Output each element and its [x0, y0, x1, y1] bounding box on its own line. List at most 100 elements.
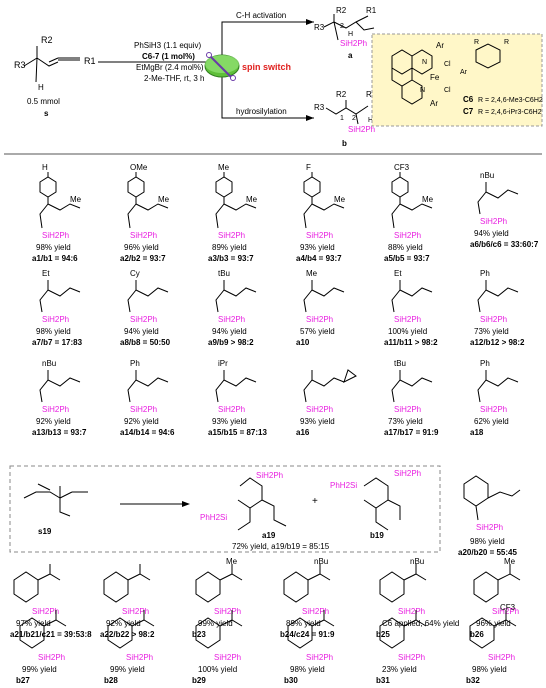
diene-bonds — [215, 280, 257, 313]
yield-text: 57% yield — [300, 327, 335, 336]
yield-text: 88% yield — [388, 243, 423, 252]
yield-text: 89% yield — [212, 243, 247, 252]
ratio-label: a13/b13 = 93:7 — [32, 428, 87, 437]
svg-text:R: R — [504, 39, 509, 46]
aryl-substituent: CF3 — [394, 163, 410, 172]
yield-text: 89% yield — [286, 619, 321, 628]
yield-text: 99% yield — [110, 665, 145, 674]
svg-text:Ar: Ar — [436, 41, 444, 50]
methyl-label: Me — [158, 195, 170, 204]
yield-text: 62% yield — [474, 417, 509, 426]
silane-group: SiH2Ph — [214, 607, 241, 616]
ratio-label: a17/b17 = 91:9 — [384, 428, 439, 437]
aryl-ring — [39, 172, 57, 204]
conditions: PhSiH3 (1.1 equiv) C6-7 (1 mol%) EtMgBr … — [134, 41, 204, 83]
b19-bonds — [363, 477, 401, 531]
ratio-label: a5/b5 = 93:7 — [384, 254, 430, 263]
svg-text:Ar: Ar — [430, 99, 438, 108]
alkene-substituent: tBu — [218, 269, 230, 278]
diene-bonds — [477, 182, 519, 215]
substituent: Me — [226, 557, 238, 566]
silane-group: SiH2Ph — [126, 653, 153, 662]
alkene-substituent: tBu — [394, 359, 406, 368]
substrate-s: R3 R2 R1 H 0.5 mmol s — [14, 35, 96, 118]
yield-text: 99% yield — [22, 665, 57, 674]
path-hydrosilylation: hydrosilylation — [236, 107, 287, 116]
aryl-ring — [215, 172, 233, 204]
methyl-label: Me — [422, 195, 434, 204]
ring-and-diene — [287, 610, 335, 649]
silane-group: SiH2Ph — [42, 405, 69, 414]
svg-text:PhH2Si: PhH2Si — [200, 513, 227, 522]
diene-bonds — [127, 203, 169, 229]
diene-bonds — [477, 280, 519, 313]
silane-group: SiH2Ph — [306, 405, 333, 414]
path-ch-activation: C-H activation — [236, 11, 286, 20]
yield-text: 73% yield — [388, 417, 423, 426]
ratio-label: a1/b1 = 94:6 — [32, 254, 78, 263]
aryl-ring — [127, 172, 145, 204]
ring-and-diene — [195, 564, 243, 603]
yield-text: 98% yield — [472, 665, 507, 674]
yield-text: 93% yield — [300, 417, 335, 426]
ratio-label: b29 — [192, 676, 206, 685]
svg-text:N: N — [422, 59, 427, 66]
c6-name: C6 — [463, 95, 474, 104]
ratio-label: a12/b12 > 98:2 — [470, 338, 525, 347]
ratio-label: b27 — [16, 676, 30, 685]
yield-text: 93% yield — [212, 417, 247, 426]
ratio-label: a16 — [296, 428, 310, 437]
silane-group: SiH2Ph — [122, 607, 149, 616]
svg-text:R1: R1 — [366, 90, 377, 99]
methyl-label: Me — [334, 195, 346, 204]
ratio-label: a4/b4 = 93:7 — [296, 254, 342, 263]
s19-bonds — [23, 483, 88, 517]
b19-label: b19 — [370, 531, 384, 540]
aryl-substituent: H — [42, 163, 48, 172]
svg-text:SiH2Ph: SiH2Ph — [394, 469, 421, 478]
ratio-label: a15/b15 = 87:13 — [208, 428, 267, 437]
silane-group: SiH2Ph — [218, 315, 245, 324]
svg-text:a20/b20 = 55:45: a20/b20 = 55:45 — [458, 548, 517, 557]
silane-group: SiH2Ph — [488, 653, 515, 662]
yield-text: 96% yield — [124, 243, 159, 252]
svg-text:Cl: Cl — [444, 87, 451, 94]
condition-1: PhSiH3 (1.1 equiv) — [134, 41, 201, 50]
yield-text: 94% yield — [474, 229, 509, 238]
diene-bonds — [391, 203, 433, 229]
ratio-label: a2/b2 = 93:7 — [120, 254, 166, 263]
product-b: R3 R2 R1 1 2 H SiH2Ph b — [314, 90, 377, 148]
alkene-substituent: Ph — [480, 269, 490, 278]
ratio-label: a14/b14 = 94:6 — [120, 428, 175, 437]
yield-text: 98% yield — [36, 327, 71, 336]
substituent: nBu — [314, 557, 328, 566]
svg-text:PhH2Si: PhH2Si — [330, 481, 357, 490]
silane-group: SiH2Ph — [394, 231, 421, 240]
aryl-ring — [303, 172, 321, 204]
silane-group: SiH2Ph — [306, 231, 333, 240]
product-a-label: a — [348, 51, 353, 60]
silane-group: SiH2Ph — [302, 607, 329, 616]
svg-text:R2: R2 — [336, 6, 347, 15]
alkene-substituent: Et — [42, 269, 50, 278]
diene-bonds — [127, 280, 169, 313]
ratio-label: a9/b9 > 98:2 — [208, 338, 254, 347]
alkene-substituent: Me — [306, 269, 318, 278]
ratio-label: a11/b11 > 98:2 — [384, 338, 438, 347]
substrate-r2: R2 — [41, 35, 53, 45]
substrate-amount: 0.5 mmol — [27, 97, 60, 106]
ring-and-diene — [379, 564, 427, 603]
